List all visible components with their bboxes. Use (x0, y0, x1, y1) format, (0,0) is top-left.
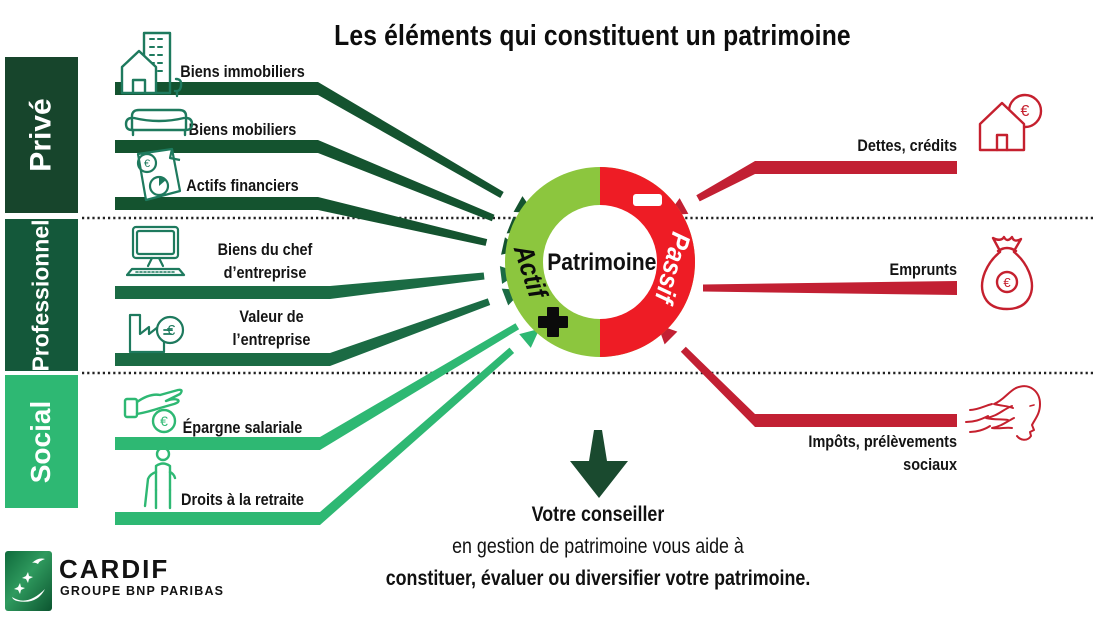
logo-subtitle: GROUPE BNP PARIBAS (60, 584, 225, 598)
down-arrow-icon (570, 430, 628, 498)
item-label-actifs-financiers: Actifs financiers (186, 176, 299, 195)
svg-text:€: € (1021, 103, 1030, 120)
category-label: Professionnel (28, 218, 55, 372)
category-band-prive: Privé (5, 57, 78, 213)
footer-line1: Votre conseiller (531, 503, 665, 526)
marianne-icon (965, 385, 1041, 441)
footer-line3: constituer, évaluer ou diversifier votre… (385, 567, 811, 590)
svg-text:€: € (1003, 275, 1011, 290)
hand-euro-icon: € (123, 388, 183, 434)
item-label-biens-du-chef: Biens du chef d’entreprise (217, 240, 313, 282)
item-label-emprunts: Emprunts (889, 260, 957, 279)
plus-icon (538, 307, 568, 337)
arrow-droits-retraite (115, 328, 540, 525)
svg-text:€: € (160, 413, 168, 429)
money-bag-icon: € (980, 235, 1034, 311)
patrimoine-label: Patrimoine (547, 249, 657, 276)
item-label-epargne-salariale: Épargne salariale (182, 418, 303, 437)
category-band-professionnel: Professionnel (5, 219, 78, 371)
svg-text:€: € (167, 322, 176, 339)
buildings-icon (120, 31, 183, 98)
footer-line2: en gestion de patrimoine vous aide à (452, 535, 744, 558)
computer-icon (126, 225, 186, 277)
svg-text:€: € (144, 158, 150, 170)
item-label-valeur-entreprise: Valeur de l’entreprise (232, 307, 311, 349)
category-band-social: Social (5, 375, 78, 508)
item-label-dettes-credits: Dettes, crédits (857, 136, 957, 155)
arrow-dettes-credits (667, 161, 957, 216)
category-label: Privé (24, 98, 58, 172)
patrimoine-donut (505, 167, 695, 357)
bnp-paribas-logo-icon (5, 551, 52, 611)
house-euro-icon: € (978, 93, 1043, 152)
sofa-icon (124, 108, 194, 137)
item-label-biens-mobiliers: Biens mobiliers (188, 120, 297, 139)
item-label-droits-retraite: Droits à la retraite (181, 490, 304, 509)
retiree-icon (143, 446, 177, 510)
category-label: Social (25, 400, 57, 483)
minus-icon (633, 194, 662, 206)
item-label-biens-immobiliers: Biens immobiliers (180, 62, 305, 81)
logo-wordmark: CARDIF (59, 554, 170, 584)
factory-euro-icon: € (128, 313, 185, 354)
donut-hole (543, 205, 657, 319)
item-label-impots: Impôts, prélèvements sociaux (808, 432, 957, 474)
page-title: Les éléments qui constituent un patrimoi… (334, 20, 851, 52)
financial-document-icon: € (136, 147, 182, 202)
